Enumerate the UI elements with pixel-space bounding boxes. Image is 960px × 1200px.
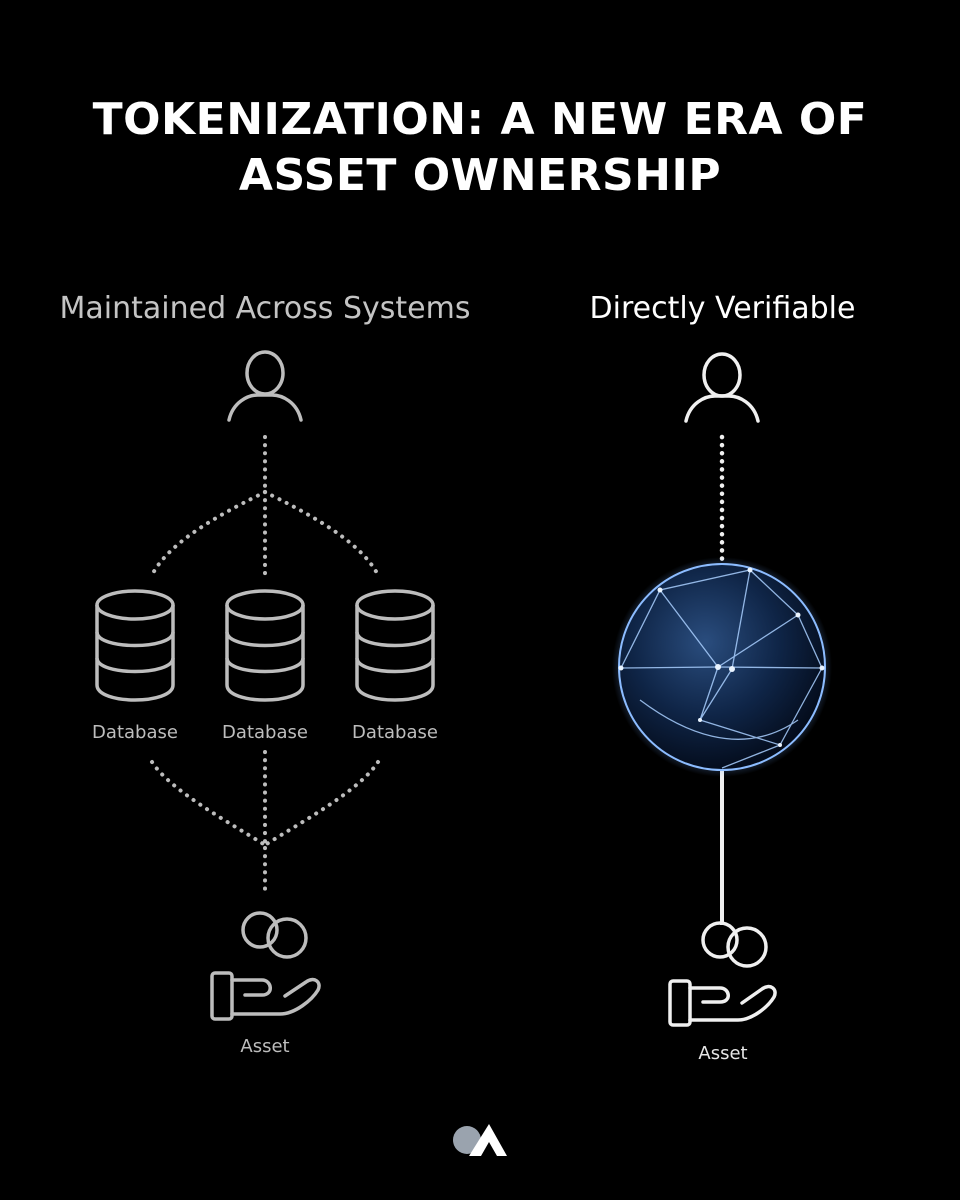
database-icon — [95, 589, 175, 702]
database-label: Database — [352, 722, 438, 743]
left-dotted-connectors — [150, 435, 380, 892]
connector-hub-to-db-1 — [150, 490, 267, 577]
connector-db-1-to-hub — [150, 760, 267, 847]
database-icon — [225, 589, 305, 702]
right-user-icon — [684, 352, 760, 423]
left-user-icon — [227, 350, 303, 422]
connector-hub-to-db-3 — [263, 490, 380, 577]
database-icon — [355, 589, 435, 702]
network-sphere-icon — [612, 557, 832, 777]
page-title-line-2: ASSET OWNERSHIP — [238, 150, 722, 201]
right-column-heading: Directly Verifiable — [589, 291, 856, 326]
database-label: Database — [222, 722, 308, 743]
page-title: TOKENIZATION: A NEW ERA OF ASSET OWNERSH… — [0, 92, 960, 204]
left-asset-label: Asset — [240, 1036, 290, 1057]
left-column-heading: Maintained Across Systems — [59, 291, 471, 326]
page-title-line-1: TOKENIZATION: A NEW ERA OF — [92, 94, 868, 145]
connector-db-3-to-hub — [263, 760, 380, 847]
left-hand-coins-icon — [210, 911, 321, 1021]
database-label: Database — [92, 722, 178, 743]
right-asset-label: Asset — [698, 1043, 748, 1064]
right-hand-coins-icon — [668, 921, 777, 1027]
brand-logo-icon — [453, 1124, 507, 1156]
